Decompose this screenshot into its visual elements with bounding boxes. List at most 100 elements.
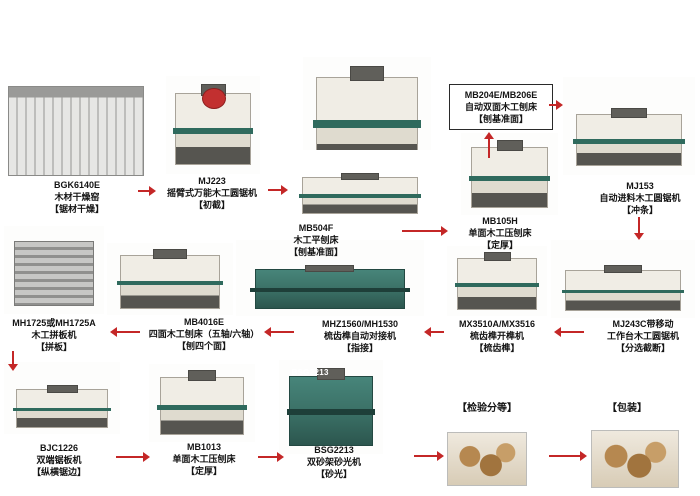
machine-name: 木材干燥窑 [54, 192, 100, 202]
flow-arrow-right-icon [138, 186, 156, 196]
machine-photo-bgk6140e [8, 86, 144, 176]
machine-name: 自动进料木工圆锯机 [599, 193, 681, 203]
stage-label-inspection: 【检验分等】 [457, 403, 517, 414]
caption-mh1725: MH1725或MH1725A 木工拼板机 【拼板】 [0, 317, 108, 353]
machine-name: 梳齿榫开榫机 [469, 331, 524, 341]
process-step: 【初截】 [193, 200, 230, 210]
flow-arrow-right-icon [268, 185, 288, 195]
model-number: MHZ1560/MH1530 [321, 319, 399, 329]
flow-arrow-right-icon [116, 452, 150, 462]
caption-mj223: MJ223 摇臂式万能木工圆锯机 【初截】 [153, 175, 271, 211]
machine-illustration [454, 251, 540, 310]
process-step: 【纵横锯边】 [31, 467, 86, 477]
process-step: 【刨基准面】 [473, 114, 528, 124]
caption-mj153: MJ153 自动进料木工圆锯机 【冲条】 [584, 180, 696, 216]
caption-mb105h: MB105H 单面木工压刨床 【定厚】 [448, 215, 552, 251]
model-number: MJ243C带移动 [612, 319, 674, 329]
machine-illustration [116, 249, 224, 309]
model-number: MB504F [298, 223, 334, 233]
machine-photo-mx3510a [447, 246, 547, 316]
flow-arrow-left-icon [554, 327, 584, 337]
machine-name: 双端锯板机 [36, 455, 82, 465]
caption-mb1013: MB1013 单面木工压刨床 【定厚】 [154, 441, 254, 477]
machine-name: 梳齿榫自动对接机 [323, 331, 396, 341]
caption-bsg2213: BSG2213 双砂架砂光机 【砂光】 [285, 444, 383, 480]
machine-illustration [287, 367, 376, 446]
model-number: BGK6140E [53, 180, 101, 190]
machine-name: 木工平刨床 [293, 235, 339, 245]
machine-name: 双砂架砂光机 [306, 457, 361, 467]
process-step: 【砂光】 [315, 469, 352, 479]
model-number: BSG2213 [314, 445, 354, 455]
process-step: 【锯材干燥】 [49, 204, 104, 214]
machine-illustration [12, 385, 111, 428]
flow-arrow-down-icon [634, 217, 644, 240]
flow-arrow-left-icon [110, 327, 140, 337]
flow-arrow-right-icon [549, 451, 587, 461]
process-step: 【冲条】 [621, 205, 658, 215]
photo-inspection-products [447, 432, 527, 486]
model-number: MB105H [482, 216, 518, 226]
caption-mx3510a: MX3510A/MX3516 梳齿榫开榫机 【梳齿榫】 [446, 318, 548, 354]
machine-photo-mb4016e [107, 243, 233, 315]
process-step: 【拼板】 [35, 342, 72, 352]
model-number: BJC1226 [39, 443, 79, 453]
caption-bgk6140e: BGK6140E 木材干燥窑 【锯材干燥】 [18, 179, 136, 215]
machine-nameplate-text: BSG2213 [291, 367, 329, 377]
saw-blade-icon [201, 87, 227, 110]
machine-photo-mb105h [461, 133, 558, 215]
flow-arrow-left-icon [264, 327, 294, 337]
model-number: MH1725或MH1725A [12, 318, 96, 328]
photo-packing-products [591, 430, 679, 488]
caption-bjc1226: BJC1226 双端锯板机 【纵横锯边】 [12, 442, 106, 478]
machine-illustration [573, 108, 685, 167]
machine-illustration [468, 139, 550, 208]
process-step: 【梳齿榫】 [474, 343, 520, 353]
machine-illustration [249, 264, 411, 310]
machine-photo-bjc1226 [4, 362, 120, 434]
caption-mj243c: MJ243C带移动 工作台木工圆锯机 【分选截断】 [588, 318, 698, 354]
model-number: MB4016E [183, 317, 225, 327]
machine-name: 单面木工压刨床 [468, 228, 532, 238]
flow-arrow-right-icon [258, 452, 284, 462]
machine-photo-mj243c [551, 240, 695, 318]
machine-name: 木工拼板机 [31, 330, 77, 340]
machine-illustration [14, 240, 94, 307]
caption-mb4016e: MB4016E 四面木工刨床（五轴/六轴） 【刨四个面】 [145, 316, 263, 352]
machine-photo-mhz1560 [236, 240, 424, 316]
flow-arrow-up-icon [484, 132, 494, 158]
model-number: MJ223 [198, 176, 226, 186]
model-number: MJ153 [626, 181, 654, 191]
machine-illustration [561, 265, 685, 311]
machine-photo-bsg2213: BSG2213 [279, 360, 383, 454]
process-step: 【分选截断】 [615, 343, 670, 353]
machine-name: 自动双面木工刨床 [464, 102, 537, 112]
process-step: 【定厚】 [185, 466, 222, 476]
process-step: 【指接】 [341, 343, 378, 353]
machine-name: 摇臂式万能木工圆锯机 [166, 188, 257, 198]
machine-illustration [157, 370, 247, 435]
process-step: 【刨四个面】 [176, 341, 231, 351]
caption-mb204e: MB204E/MB206E 自动双面木工刨床 【刨基准面】 [449, 84, 553, 130]
machine-name: 工作台木工圆锯机 [606, 331, 679, 341]
model-number: MX3510A/MX3516 [458, 319, 536, 329]
caption-mb504f: MB504F 木工平刨床 【刨基准面】 [274, 222, 358, 258]
flow-arrow-right-icon [549, 100, 563, 110]
model-number: MB1013 [186, 442, 222, 452]
flow-arrow-right-icon [402, 226, 448, 236]
model-number: MB204E/MB206E [464, 90, 538, 100]
flow-arrow-down-icon [8, 351, 18, 371]
stage-label-packing: 【包装】 [607, 403, 647, 414]
process-step: 【刨基准面】 [288, 247, 343, 257]
process-step: 【定厚】 [481, 240, 518, 250]
machine-photo-mj223 [166, 76, 260, 174]
machine-illustration [298, 172, 422, 214]
machine-name: 单面木工压刨床 [172, 454, 236, 464]
machine-photo-mb504f [288, 150, 432, 220]
machine-photo-mj153 [563, 77, 695, 175]
caption-mhz1560: MHZ1560/MH1530 梳齿榫自动对接机 【指接】 [298, 318, 422, 354]
flow-arrow-left-icon [424, 327, 444, 337]
machine-photo-mb1013 [149, 364, 255, 442]
flow-arrow-right-icon [414, 451, 444, 461]
